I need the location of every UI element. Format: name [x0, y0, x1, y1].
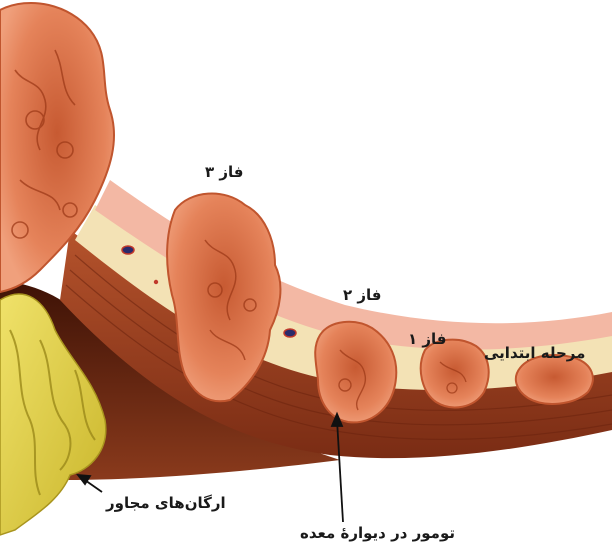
tumor-phase-1: [421, 340, 489, 408]
label-initial-stage: مرحله ابتدایی: [484, 344, 585, 362]
label-phase-2: فاز ۲: [343, 286, 381, 304]
label-phase-1: فاز ۱: [408, 330, 446, 348]
label-adjacent-organs: ارگان‌های مجاور: [106, 494, 226, 512]
label-phase-3: فاز ۳: [205, 163, 243, 181]
label-stomach-wall-tumor: تومور در دیوارهٔ معده: [300, 524, 455, 542]
tumor-initial-stage: [516, 355, 593, 404]
